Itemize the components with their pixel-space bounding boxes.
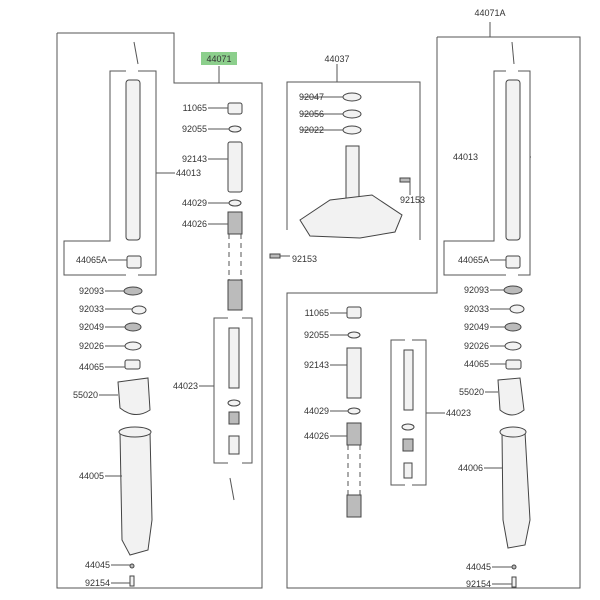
steering-stem <box>299 194 403 239</box>
part-label[interactable]: 92047 <box>299 92 324 102</box>
part-label[interactable]: 92026 <box>79 341 104 351</box>
part-label[interactable]: 44005 <box>79 471 104 481</box>
part-label[interactable]: 92143 <box>304 360 329 370</box>
part-label[interactable]: 92049 <box>464 322 489 332</box>
part-label[interactable]: 44065A <box>76 255 107 265</box>
part-label[interactable]: 92049 <box>79 322 104 332</box>
assembly-label-highlight <box>201 52 237 65</box>
part-label[interactable]: 44045 <box>85 560 110 570</box>
part-label[interactable]: 92093 <box>79 286 104 296</box>
part-label[interactable]: 92143 <box>182 154 207 164</box>
part-label[interactable]: 92055 <box>304 330 329 340</box>
left-assembly-frame <box>56 32 263 589</box>
part-label[interactable]: 92093 <box>464 285 489 295</box>
part-label[interactable]: 44026 <box>304 431 329 441</box>
part-label[interactable]: 92022 <box>299 125 324 135</box>
part-label[interactable]: 55020 <box>459 387 484 397</box>
part-label[interactable]: 92153 <box>400 195 425 205</box>
part-label[interactable]: 44013 <box>453 152 478 162</box>
part-label[interactable]: 92056 <box>299 109 324 119</box>
part-label[interactable]: 44065 <box>79 362 104 372</box>
part-label[interactable]: 44006 <box>458 463 483 473</box>
part-label[interactable]: 92055 <box>182 124 207 134</box>
part-label[interactable]: 44065A <box>458 255 489 265</box>
outer-tube-left <box>119 431 153 556</box>
part-label[interactable]: 44023 <box>446 408 471 418</box>
part-label[interactable]: 44029 <box>304 406 329 416</box>
part-label[interactable]: 92033 <box>464 304 489 314</box>
right-assembly-frame <box>286 36 581 589</box>
part-label[interactable]: 44065 <box>464 359 489 369</box>
part-label[interactable]: 44045 <box>466 562 491 572</box>
part-label[interactable]: 11065 <box>305 308 329 318</box>
inner-tube-left <box>125 79 141 241</box>
assembly-label-44071[interactable]: 44071 <box>206 54 231 64</box>
part-label[interactable]: 44013 <box>176 168 201 178</box>
assembly-label-44037[interactable]: 44037 <box>324 54 349 64</box>
assembly-label-44071A[interactable]: 44071A <box>474 8 505 18</box>
center-assembly-frame <box>286 81 421 240</box>
inner-tube-right <box>505 79 521 241</box>
part-label[interactable]: 92154 <box>466 579 491 589</box>
part-label[interactable]: 55020 <box>73 390 98 400</box>
part-label[interactable]: 92153 <box>292 254 317 264</box>
part-label[interactable]: 92026 <box>464 341 489 351</box>
part-label[interactable]: 92033 <box>79 304 104 314</box>
center-part-labels: 92047 92056 92022 92153 92153 <box>292 92 425 264</box>
part-label[interactable]: 92154 <box>85 578 110 588</box>
outer-tube-right <box>501 431 531 549</box>
left-part-labels: 11065 92055 92143 44013 44029 44026 4406… <box>73 103 207 588</box>
part-label[interactable]: 44023 <box>173 381 198 391</box>
part-label[interactable]: 44026 <box>182 219 207 229</box>
part-label[interactable]: 11065 <box>183 103 207 113</box>
right-part-labels: 44013 44065A 92093 92033 92049 92026 440… <box>304 152 491 589</box>
part-label[interactable]: 44029 <box>182 198 207 208</box>
